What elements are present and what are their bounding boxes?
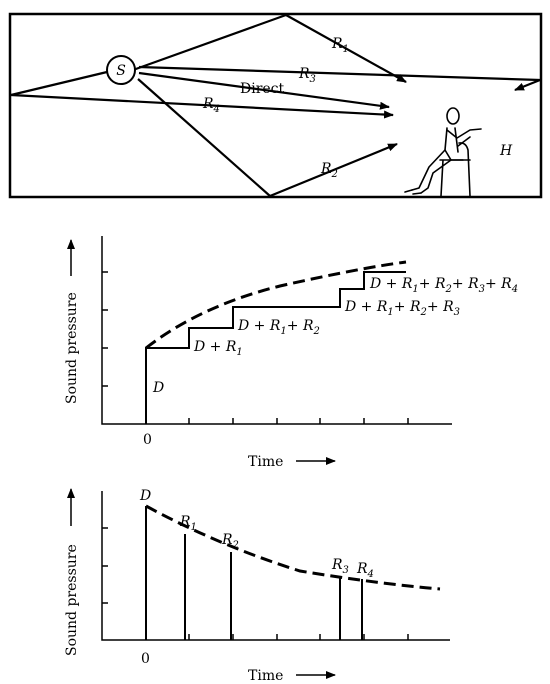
ray-label-r2: R2 xyxy=(320,161,338,180)
decay-x-ticks xyxy=(188,634,409,640)
decay-envelope xyxy=(145,504,441,591)
ray-label-r3: R3 xyxy=(298,66,316,85)
decay-y-ticks xyxy=(102,527,108,604)
decay-impulses xyxy=(145,506,363,640)
decay-ylabel: Sound pressure xyxy=(64,544,80,656)
growth-origin-label: 0 xyxy=(143,432,152,448)
growth-plot: D D + R1 D + R1+ R2 D + R1+ R2+ R3 D + R… xyxy=(64,236,518,470)
growth-step-1-label: D + R1 xyxy=(193,339,243,358)
decay-r4-label: R4 xyxy=(356,561,374,580)
ray-direct xyxy=(138,71,390,110)
source-label: S xyxy=(116,63,126,79)
listener-figure xyxy=(404,107,482,197)
room-panel: S R1 R3 Direct R4 R2 H xyxy=(8,12,543,199)
ray-r2-incident xyxy=(137,78,271,197)
ray-r3-reflected xyxy=(514,78,541,92)
ray-r1-reflected xyxy=(285,14,407,83)
growth-xlabel: Time xyxy=(248,454,283,470)
ray-label-r4: R4 xyxy=(202,96,220,115)
ray-r3-incident xyxy=(138,65,541,82)
decay-axes xyxy=(101,491,450,641)
decay-xlabel: Time xyxy=(248,668,283,684)
ray-label-r1: R1 xyxy=(331,36,349,55)
decay-origin-label: 0 xyxy=(141,651,150,667)
ray-label-direct: Direct xyxy=(240,81,285,97)
ray-r4-reflected xyxy=(10,93,394,119)
decay-r2-label: R2 xyxy=(221,532,239,551)
source-circle xyxy=(106,55,136,85)
growth-step-3-label: D + R1+ R2+ R3 xyxy=(344,299,460,318)
room-border xyxy=(8,12,543,199)
decay-r3-label: R3 xyxy=(331,557,349,576)
growth-step-2-label: D + R1+ R2 xyxy=(237,318,320,337)
growth-envelope xyxy=(145,260,407,350)
growth-d-label: D xyxy=(152,380,164,396)
ray-r4-incident xyxy=(10,70,108,97)
growth-ylabel: Sound pressure xyxy=(64,292,80,404)
growth-steps xyxy=(145,271,406,424)
growth-y-ticks xyxy=(102,271,108,387)
decay-plot: D R1 R2 R3 R4 0 Sound pressure Time xyxy=(64,488,450,684)
listener-label: H xyxy=(499,143,513,159)
growth-x-ticks xyxy=(145,418,409,424)
decay-d-label: D xyxy=(139,488,151,504)
growth-axes xyxy=(101,236,452,425)
ray-r1-incident xyxy=(132,13,287,72)
growth-step-4-label: D + R1+ R2+ R3+ R4 xyxy=(369,276,518,295)
decay-r1-label: R1 xyxy=(179,514,197,533)
ray-r2-reflected xyxy=(269,142,398,198)
